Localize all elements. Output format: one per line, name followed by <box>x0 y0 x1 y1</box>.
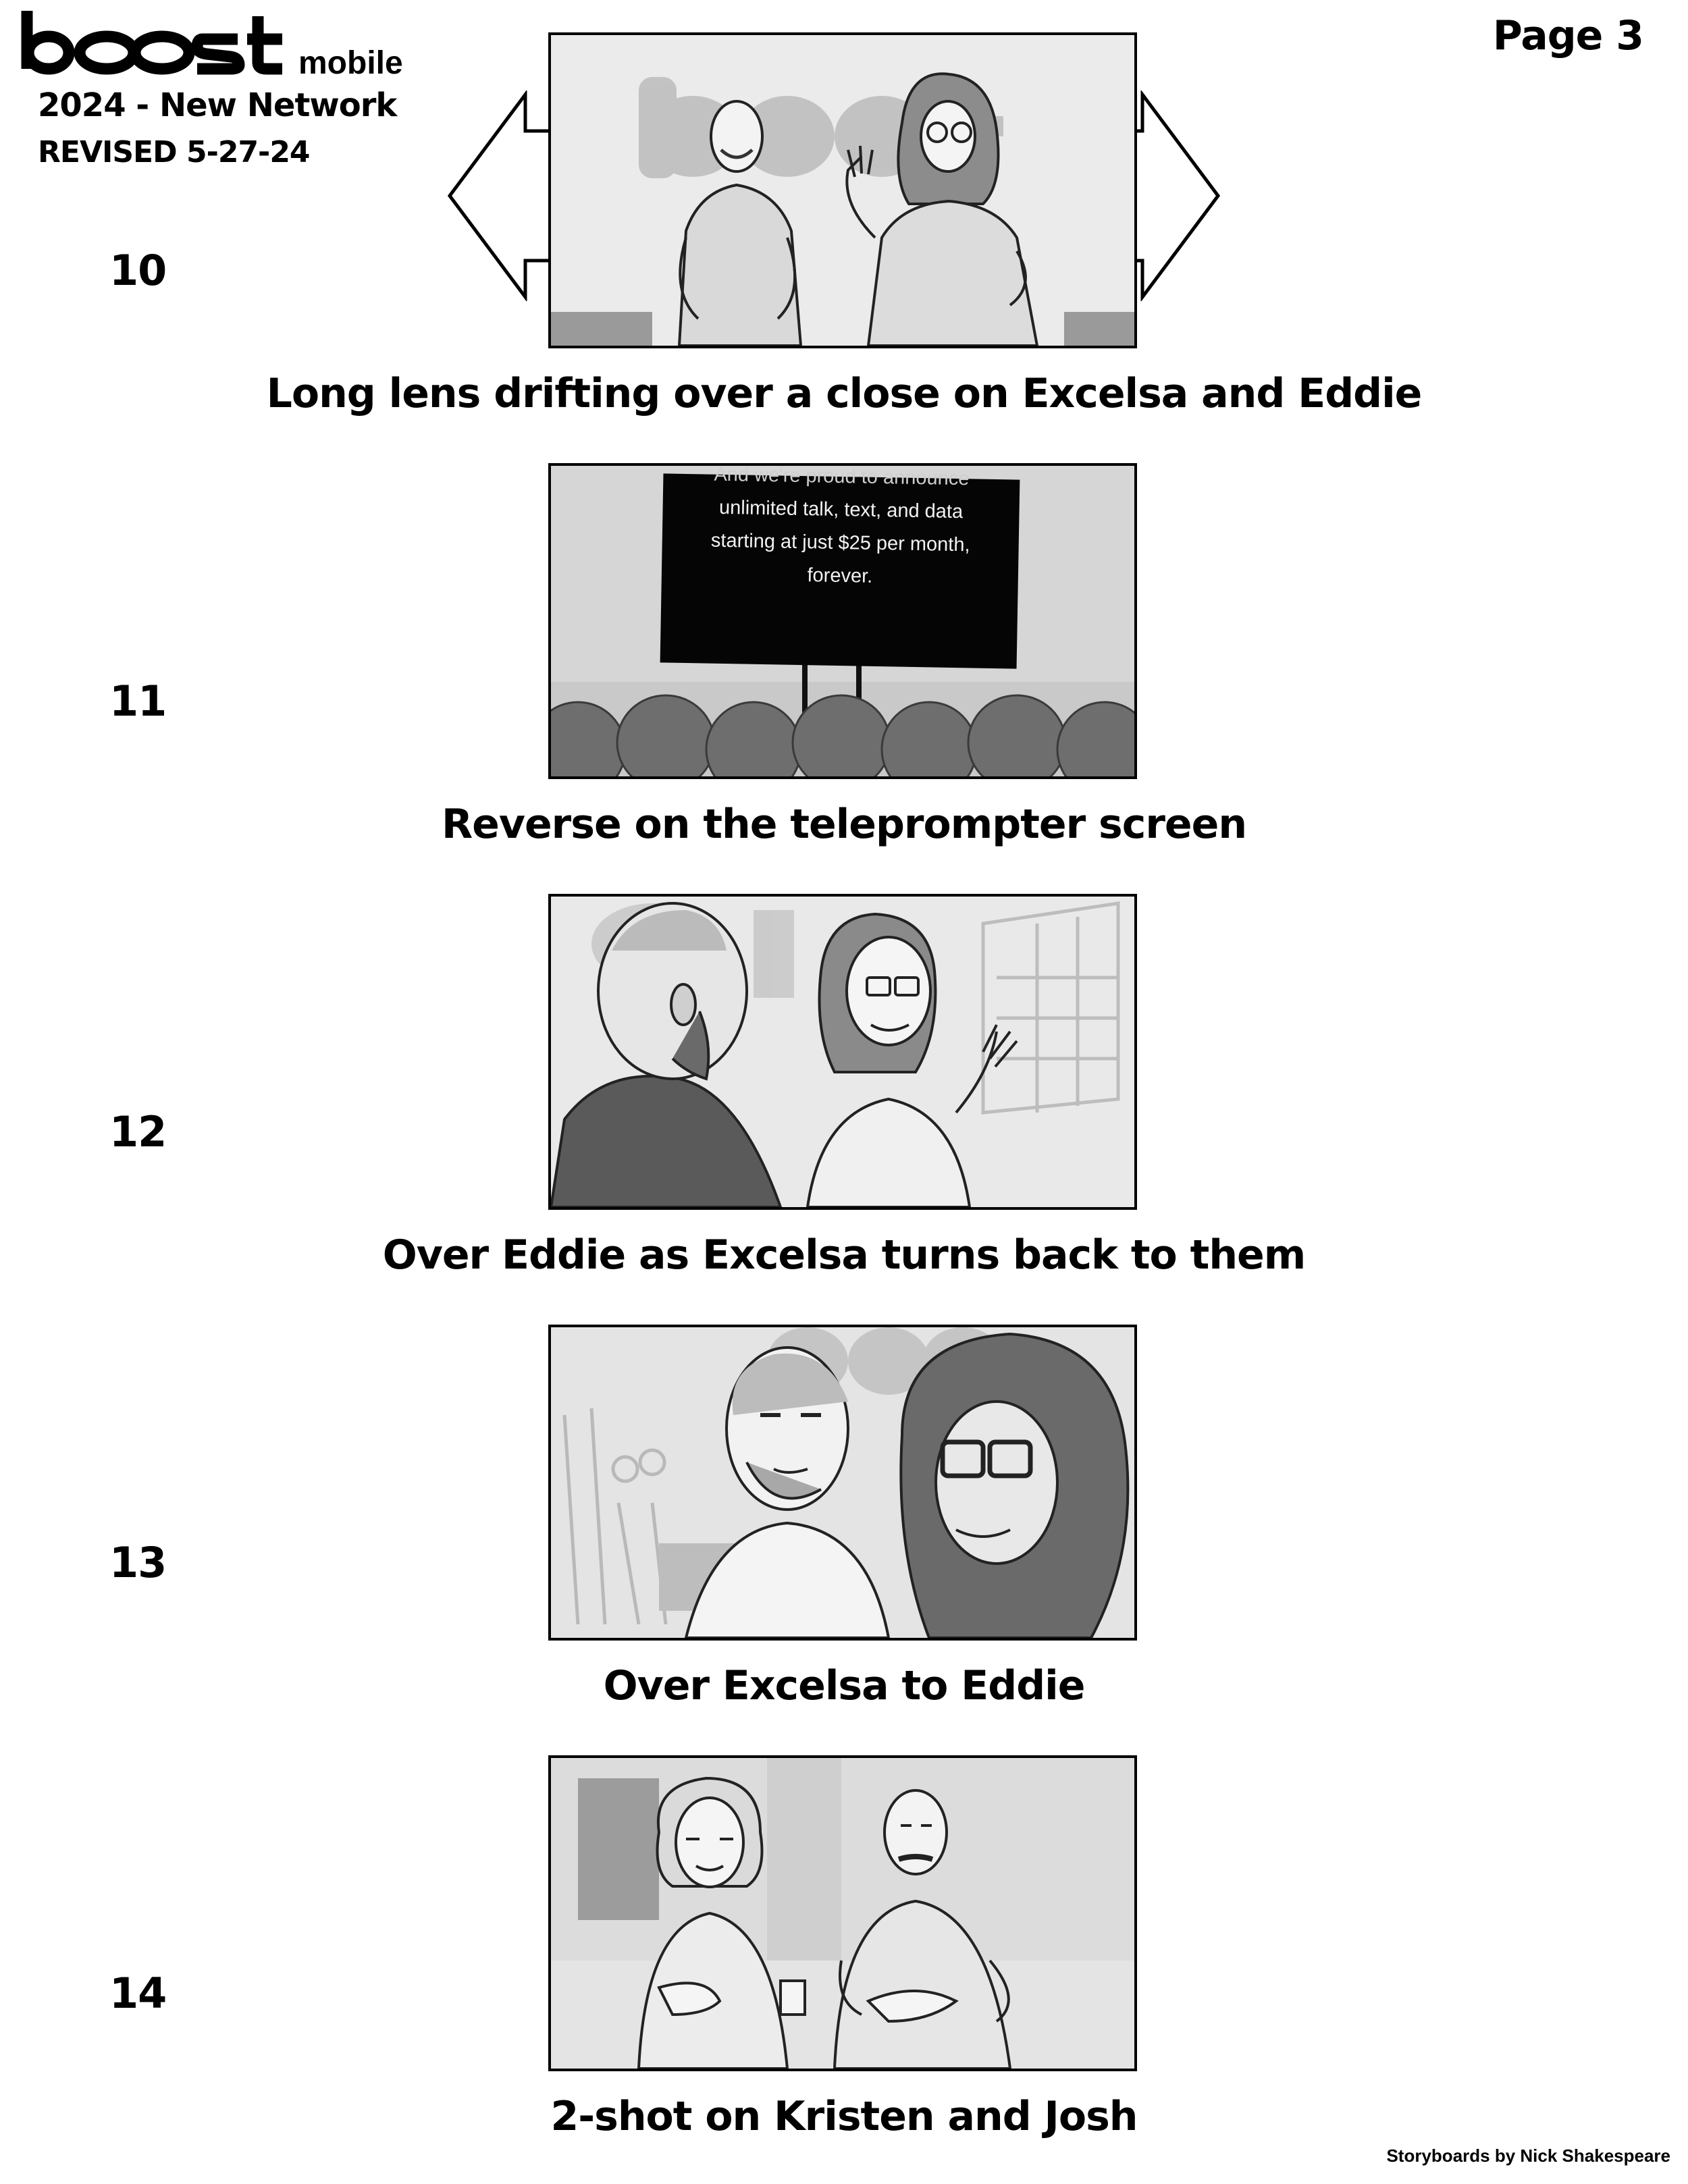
page-number: Page 3 <box>1492 12 1644 59</box>
panel-number: 10 <box>109 246 167 295</box>
panel-11: 11 And we're proud to announce unlimited… <box>0 431 1688 863</box>
panel-13-illustration <box>551 1327 1134 1638</box>
panel-caption: Over Excelsa to Eddie <box>603 1662 1086 1709</box>
brand-logo: mobile <box>20 9 403 84</box>
panel-14-illustration <box>551 1758 1134 2069</box>
revision-date: REVISED 5-27-24 <box>38 135 311 169</box>
panel-number: 12 <box>109 1107 167 1156</box>
panel-13: 13 <box>0 1292 1688 1724</box>
panel-12-frame <box>548 894 1137 1210</box>
panel-10-frame <box>548 32 1137 348</box>
boost-logo-icon <box>21 11 282 75</box>
panel-number: 11 <box>109 676 167 726</box>
panel-12: 12 <box>0 861 1688 1294</box>
panel-caption: 2-shot on Kristen and Josh <box>550 2093 1138 2140</box>
panel-14-frame <box>548 1755 1137 2071</box>
panel-10-illustration <box>551 35 1134 346</box>
teleprompter-line: forever. <box>807 564 873 587</box>
storyboard-credit: Storyboards by Nick Shakespeare <box>1386 2146 1670 2166</box>
panel-number: 13 <box>109 1538 167 1587</box>
panel-14: 14 <box>0 1723 1688 2155</box>
logo-mobile-text: mobile <box>298 45 403 81</box>
panel-12-illustration <box>551 897 1134 1207</box>
panel-10: 10 <box>0 0 1688 432</box>
teleprompter-screen: And we're proud to announce unlimited ta… <box>660 466 1020 669</box>
panel-11-frame: And we're proud to announce unlimited ta… <box>548 463 1137 779</box>
panel-caption: Reverse on the teleprompter screen <box>441 801 1247 848</box>
panel-caption: Long lens drifting over a close on Excel… <box>266 370 1423 417</box>
teleprompter-line: starting at just $25 per month, <box>710 529 970 556</box>
panel-13-frame <box>548 1325 1137 1641</box>
panel-caption: Over Eddie as Excelsa turns back to them <box>382 1231 1307 1279</box>
project-title: 2024 - New Network <box>38 86 397 124</box>
panel-number: 14 <box>109 1969 167 2018</box>
